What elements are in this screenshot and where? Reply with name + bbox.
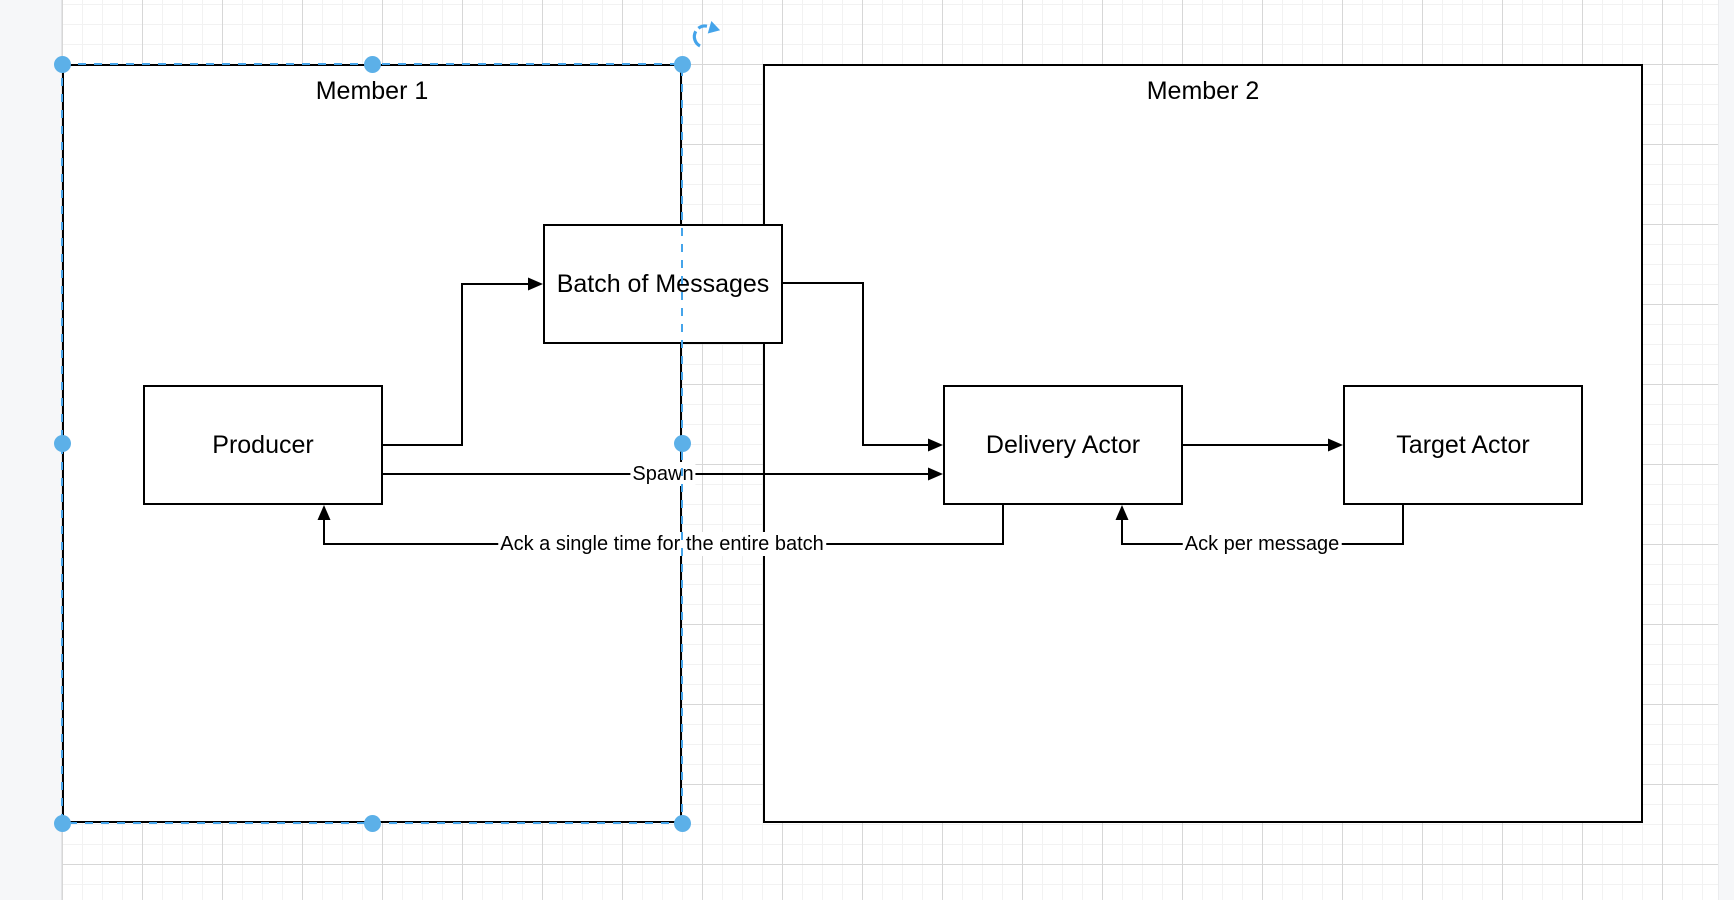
edge-label-spawn[interactable]: Spawn [630,462,696,486]
offpage-gutter-left [0,0,62,900]
node-producer[interactable]: Producer [143,385,383,505]
edge-label-ack-message[interactable]: Ack per message [1182,532,1342,556]
edge-batch-to-delivery[interactable] [783,282,928,446]
selection-handle-ne[interactable] [673,55,691,73]
edge-label-ack-batch[interactable]: Ack a single time for the entire batch [498,532,826,556]
node-batch-of-messages-label: Batch of Messages [556,269,770,298]
node-target-actor[interactable]: Target Actor [1343,385,1583,505]
node-delivery-actor-label: Delivery Actor [985,430,1141,459]
selection-handle-w[interactable] [53,434,71,452]
selection-handle-se[interactable] [673,814,691,832]
container-member-2-title: Member 2 [1146,77,1260,105]
node-producer-label: Producer [212,430,314,459]
rotate-handle-icon[interactable] [691,21,723,53]
selection-handle-n[interactable] [363,55,381,73]
selection-handle-s[interactable] [363,814,381,832]
node-delivery-actor[interactable]: Delivery Actor [943,385,1183,505]
node-target-actor-label: Target Actor [1396,430,1530,459]
selection-handle-sw[interactable] [53,814,71,832]
selection-handle-e[interactable] [673,434,691,452]
offpage-gutter-right [1718,0,1734,900]
node-batch-of-messages[interactable]: Batch of Messages [543,224,783,344]
selection-handle-nw[interactable] [53,55,71,73]
